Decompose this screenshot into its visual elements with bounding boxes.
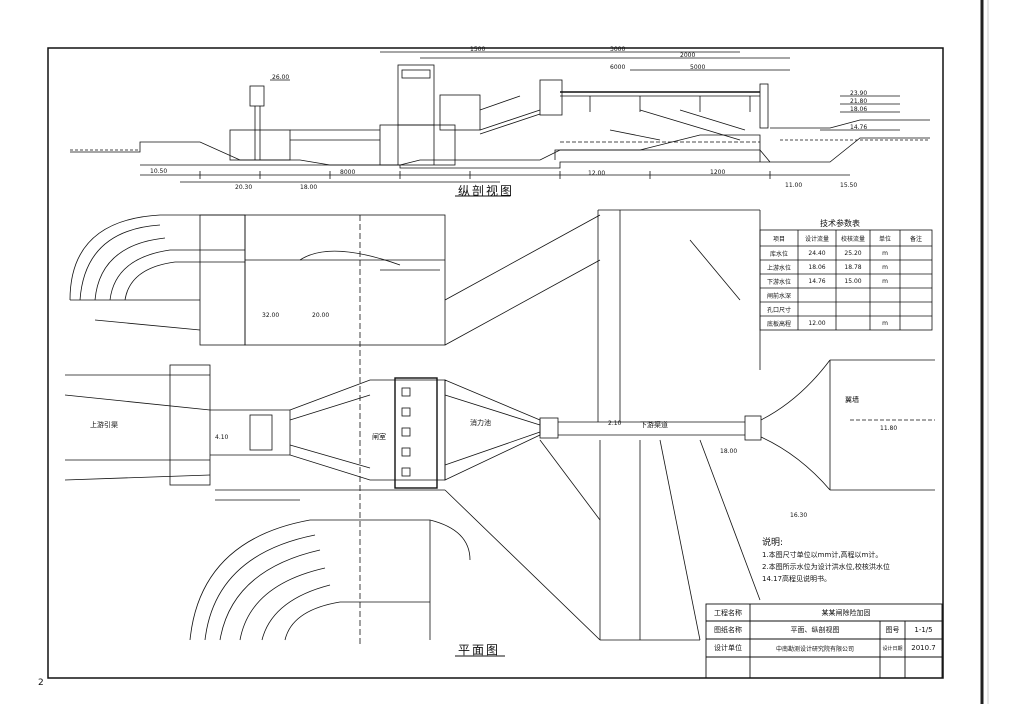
parameter-table-cell xyxy=(798,302,836,316)
title-block-date-value: 2010.7 xyxy=(911,644,936,652)
notes-title: 说明: xyxy=(762,538,784,548)
title-block-number-label: 图号 xyxy=(885,626,900,634)
parameter-table-header: 设计流量 xyxy=(804,235,829,243)
parameter-table-cell: 12.00 xyxy=(808,319,826,327)
dimension-mark: 2000 xyxy=(680,52,696,59)
elevation-mark: 10.50 xyxy=(150,168,168,175)
plan-label: 消力池 xyxy=(470,419,491,427)
parameter-table-cell xyxy=(900,260,932,274)
plan-label: 闸室 xyxy=(372,433,386,441)
plan-view xyxy=(64,209,935,645)
parameter-table-cell xyxy=(836,316,870,330)
plan-mark: 32.00 xyxy=(262,312,280,319)
parameter-table-grid xyxy=(759,229,933,331)
elevation-mark: 21.80 xyxy=(850,98,868,105)
parameter-table-cell: 下游水位 xyxy=(766,278,791,286)
plan-title: 平面图 xyxy=(458,643,501,657)
parameter-table-cell: 孔口尺寸 xyxy=(766,306,791,314)
elevation-mark: 18.06 xyxy=(850,106,868,113)
parameter-table-header: 项目 xyxy=(772,235,785,243)
elevation-mark: 23.90 xyxy=(850,90,868,97)
dimension-mark: 8000 xyxy=(340,169,356,176)
title-block-project-label: 工程名称 xyxy=(714,608,742,617)
parameter-table-cell: 25.20 xyxy=(844,249,862,257)
dimension-mark: 1200 xyxy=(710,169,726,176)
parameter-table-cell: 底板高程 xyxy=(766,320,791,328)
parameter-table-cell xyxy=(900,302,932,316)
parameter-table-cell: m xyxy=(882,277,888,285)
title-block-date-label: 设计日期 xyxy=(882,645,903,652)
parameter-table-cell: m xyxy=(882,263,888,271)
dimension-mark: 3000 xyxy=(610,46,626,53)
parameter-table-cell xyxy=(798,288,836,302)
elevation-mark: 15.50 xyxy=(840,182,858,189)
dimension-mark: 6000 xyxy=(610,64,626,71)
note-line: 14.17高程见说明书。 xyxy=(762,575,832,583)
title-block-project-value: 某某闸除险加固 xyxy=(821,608,871,617)
parameter-table-cell xyxy=(900,316,932,330)
elevation-mark: 11.00 xyxy=(785,182,803,189)
title-block-drawing-value: 平面、纵剖视图 xyxy=(790,626,840,634)
elevation-mark: 14.76 xyxy=(850,124,868,131)
plan-mark: 11.80 xyxy=(880,425,898,432)
plan-mark: 4.10 xyxy=(215,434,229,441)
elevation-section xyxy=(70,51,930,183)
parameter-table-cell xyxy=(870,302,900,316)
elevation-mark: 20.30 xyxy=(235,184,253,191)
parameter-table-cell: 18.78 xyxy=(844,263,862,271)
parameter-table-cell xyxy=(836,302,870,316)
note-line: 1.本图尺寸单位以mm计,高程以m计。 xyxy=(762,551,883,559)
parameter-table-cell: 18.06 xyxy=(808,263,826,271)
parameter-table-cell: m xyxy=(882,249,888,257)
gate-chamber xyxy=(394,377,438,489)
parameter-table-cell: 闸前水深 xyxy=(766,292,791,300)
elevation-mark: 26.00 xyxy=(272,74,290,81)
parameter-table-cell xyxy=(900,246,932,260)
parameter-table-cell: m xyxy=(882,319,888,327)
elevation-mark: 12.00 xyxy=(588,170,606,177)
parameter-table-header: 校核流量 xyxy=(840,235,865,243)
note-line: 2.本图所示水位为设计洪水位,校核洪水位 xyxy=(762,563,890,571)
elevation-mark: 18.00 xyxy=(300,184,318,191)
title-block-drawing-label: 图纸名称 xyxy=(714,626,742,634)
parameter-table-cell xyxy=(870,288,900,302)
parameter-table-cell xyxy=(900,274,932,288)
parameter-table-cell: 上游水位 xyxy=(766,264,791,272)
plan-mark: 18.00 xyxy=(720,448,738,455)
parameter-table-cell xyxy=(900,288,932,302)
plan-mark: 2.10 xyxy=(608,420,622,427)
parameter-table-cell xyxy=(836,288,870,302)
plan-mark: 20.00 xyxy=(312,312,330,319)
parameter-table-cell: 库水位 xyxy=(769,250,788,258)
title-block-number-value: 1-1/5 xyxy=(914,626,933,634)
elevation-title: 纵剖视图 xyxy=(458,184,515,198)
title-block-design-label: 设计单位 xyxy=(714,644,742,652)
plan-mark: 16.30 xyxy=(790,512,808,519)
parameter-table-cell: 14.76 xyxy=(808,277,826,285)
plan-label: 上游引渠 xyxy=(90,421,118,429)
parameter-table-cell: 15.00 xyxy=(844,277,862,285)
dimension-mark: 1500 xyxy=(470,46,486,53)
plan-label: 翼墙 xyxy=(845,396,859,404)
parameter-table-cell: 24.40 xyxy=(808,249,826,257)
title-block-grid xyxy=(705,603,943,679)
parameter-table-header: 备注 xyxy=(909,235,922,243)
title-block-design-value: 中南勘测设计研究院有限公司 xyxy=(775,645,854,653)
plan-label: 下游渠道 xyxy=(640,421,668,429)
parameter-table-header: 单位 xyxy=(878,235,891,243)
drawing-frame xyxy=(47,47,944,679)
page-number: 2 xyxy=(38,678,44,688)
parameter-table-title: 技术参数表 xyxy=(820,219,860,228)
dimension-mark: 5000 xyxy=(690,64,706,71)
